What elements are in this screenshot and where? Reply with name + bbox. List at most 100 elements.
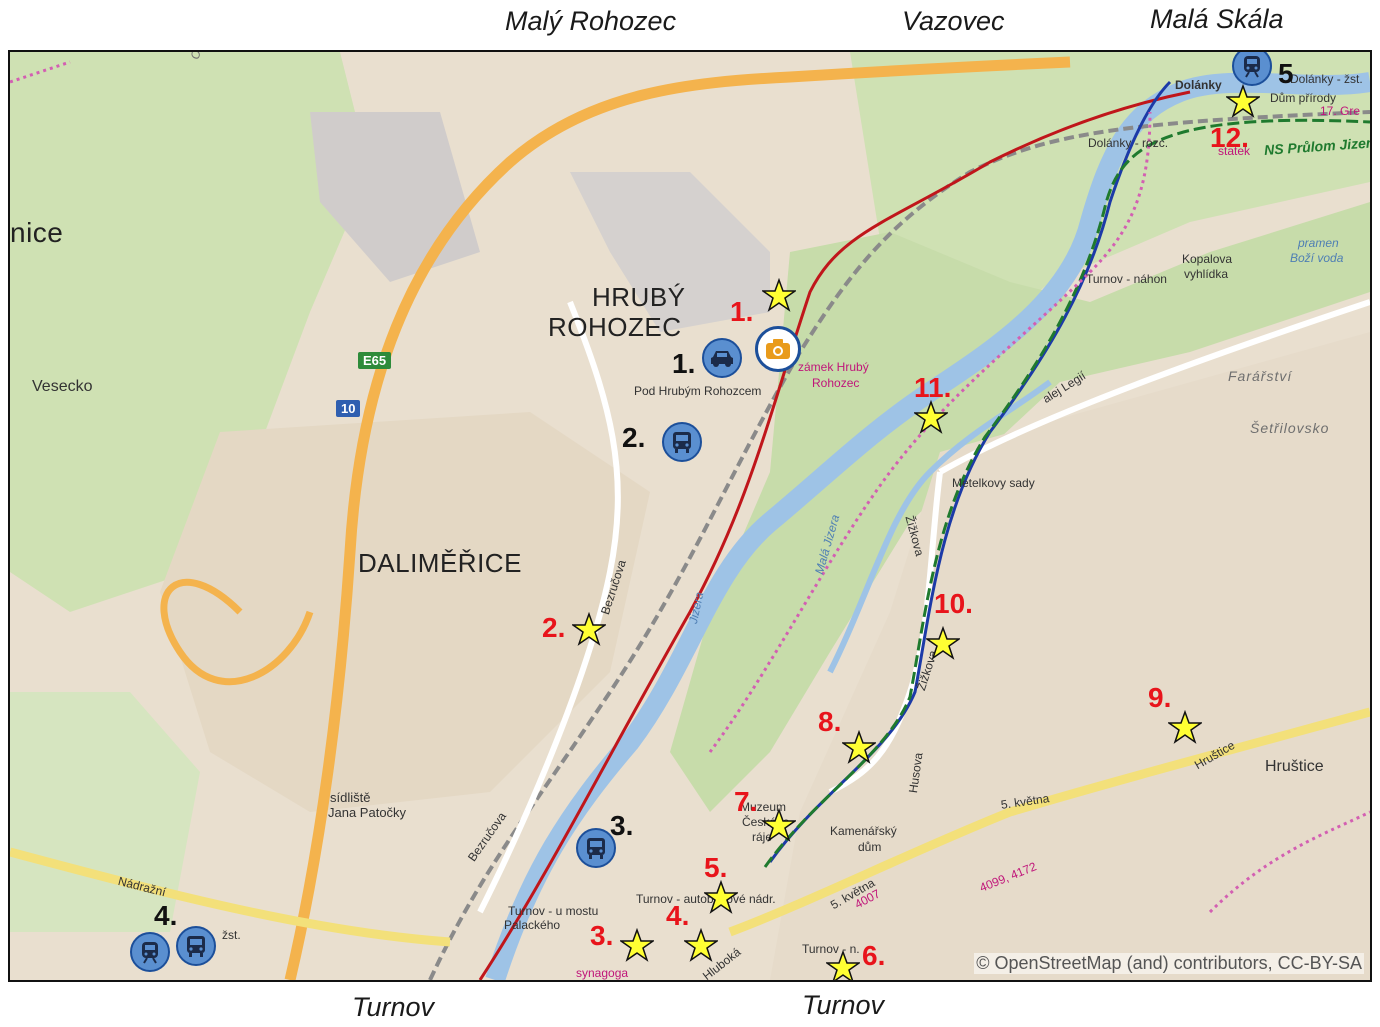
stop-zst: žst. [222,928,241,942]
place-label-hruby-1: HRUBÝ [592,282,686,312]
urban-turnov-east [770,332,1370,980]
poi-pramen-2: Boží voda [1290,251,1344,265]
edge-label-turnov-right: Turnov [802,990,885,1020]
train-station-marker-4[interactable] [130,932,170,972]
attraction-label-12: 12. [1210,122,1249,153]
place-label-hruby-2: ROHOZEC [548,312,682,342]
shield-road-10: 10 [336,400,361,417]
transport-label-3: 3. [610,810,634,841]
stop-dolanky-rozc: Dolánky - rozc. [1088,136,1169,150]
transport-label-1: 1. [672,348,696,379]
road-5-kvetna [728,707,1370,937]
train-station-marker-5[interactable] [1232,52,1272,86]
border-pink-2 [10,60,1370,914]
stop-turnov-nahon: Turnov - náhon [1086,272,1167,286]
stop-turnov-n: Turnov - n. [802,942,860,956]
camera-icon [766,339,790,359]
train-icon [1244,56,1260,78]
edge-label-turnov-left: Turnov [352,992,435,1022]
car-icon [711,351,733,367]
shield-e65: E65 [358,352,392,369]
place-label-sidliste-1: sídliště [330,790,371,805]
border-pink [708,111,1152,753]
star-icon-6[interactable] [826,950,860,982]
bus-icon [673,432,691,453]
edge-label-vazovec: Vazovec [902,6,1005,36]
place-label-kamenarsky-2: dům [858,840,882,854]
star-icon-3[interactable] [620,928,654,962]
bus-stop-marker-3[interactable] [576,828,616,868]
map-attribution[interactable]: © OpenStreetMap (and) contributors, CC-B… [974,953,1364,974]
road-bezrucova [477,300,621,914]
star-icon-9[interactable] [1168,710,1202,744]
transport-label-2: 2. [622,422,646,453]
map-frame[interactable]: HRUBÝ ROHOZEC DALIMĚŘICE nice Vesecko Hr… [8,50,1372,982]
interchange [160,578,314,686]
forest-valley [670,202,1370,812]
poi-pramen-1: pramen [1298,236,1339,250]
attraction-label-6: 6. [862,940,886,971]
viewpoint-camera-marker[interactable] [755,326,801,372]
attraction-label-3: 3. [590,920,614,951]
place-label-dalimerice: DALIMĚŘICE [358,548,522,578]
road-alej-legii [938,299,1370,475]
place-label-dolanky: Dolánky [1175,78,1222,92]
stop-turnov-u-mostu: Turnov - u mostu [508,904,599,918]
train-icon [142,942,158,964]
place-label-kopalova-2: vyhlídka [1184,267,1229,281]
poi-synagoga: synagoga [576,966,629,980]
attraction-label-9: 9. [1148,682,1172,713]
star-icon-1[interactable] [762,278,796,312]
attraction-label-8: 8. [818,706,842,737]
attraction-label-4: 4. [666,900,690,931]
poi-zamek-2: Rohozec [812,376,860,390]
bus-icon [187,936,205,957]
river-jizera [485,72,1370,980]
poi-zamek-1: zámek Hrubý [798,360,869,374]
road-nadrazni [10,847,451,947]
bus-icon [587,838,605,859]
place-label-nice: nice [10,217,64,248]
road-zizkova [828,471,943,795]
star-icon-8[interactable] [842,730,876,764]
place-label-kopalova-1: Kopalova [1182,252,1233,266]
trail-green [763,118,1370,868]
star-icon-10[interactable] [926,626,960,660]
place-label-sidliste-2: Jana Patočky [328,805,407,820]
major-road-e65 [284,56,1071,980]
star-icon-12[interactable] [1226,84,1260,118]
parking-car-icon[interactable] [702,338,742,378]
street-palackeho: Palackého [504,918,561,932]
star-icon-11[interactable] [914,400,948,434]
star-icon-2[interactable] [572,612,606,646]
stop-dolanky-zst: Dolánky - žst. [1290,72,1363,86]
stop-pod-hrubym: Pod Hrubým Rohozcem [634,384,762,398]
bus-stop-marker-4[interactable] [176,926,216,966]
attraction-label-1: 1. [730,296,754,327]
edge-label-mala-skala: Malá Skála [1150,4,1284,34]
edge-label-maly-rohozec: Malý Rohozec [505,6,677,36]
star-icon-7[interactable] [762,808,796,842]
attraction-label-5: 5. [704,852,728,883]
forest-west [10,52,370,612]
attraction-label-7: 7. [734,786,758,817]
attraction-label-10: 10. [934,588,973,619]
stop-turnov-autobusove: Turnov - autobusové nádr. [636,892,776,906]
place-label-setrilovsko: Šetřilovsko [1250,420,1330,436]
attraction-label-11: 11. [914,372,952,403]
place-label-dum-prirody: Dům přírody [1270,91,1337,105]
place-label-muzeum-3: ráje [752,830,773,844]
place-label-muzeum-1: Muzeum [740,800,787,814]
place-label-statek: statek [1218,144,1251,158]
route-label-17-gre: 17. Gre [1320,104,1361,118]
star-icon-4[interactable] [684,928,718,962]
river-mala-jizera [827,379,1052,674]
bus-stop-marker-2[interactable] [662,422,702,462]
urban-dalimerice [160,412,650,812]
transport-label-5: 5 [1278,58,1294,89]
place-label-vesecko: Vesecko [32,378,93,395]
transport-label-4: 4. [154,900,178,931]
place-label-hrustice: Hruštice [1265,758,1324,775]
place-label-metelkovy: Metelkovy sady [952,476,1035,490]
star-icon-5[interactable] [704,880,738,914]
